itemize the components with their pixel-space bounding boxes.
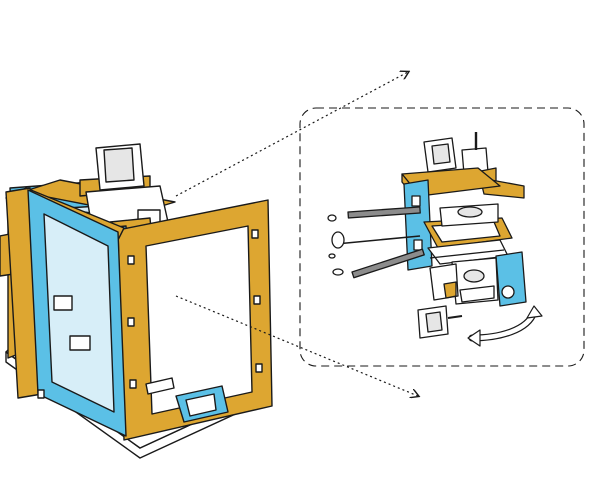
curved-double-arrow-icon [467,305,543,347]
front-drawer [145,377,229,423]
detail-blue-side-plate [403,179,433,271]
printer-assembly [0,143,273,459]
exploded-extruder-detail [327,132,543,347]
detail-callout-box [299,107,585,367]
callout-arrow-bottom [175,295,418,396]
front-frame-orange [117,199,273,441]
detail-rods [335,206,425,279]
callout-arrow-top [175,72,408,197]
frame-tabs [37,229,263,399]
left-panel-front-face [27,189,127,437]
detail-bottom-motor [417,305,463,339]
detail-lower-bracket [429,251,527,307]
callout-lines [175,72,418,396]
detail-washers [327,214,345,276]
